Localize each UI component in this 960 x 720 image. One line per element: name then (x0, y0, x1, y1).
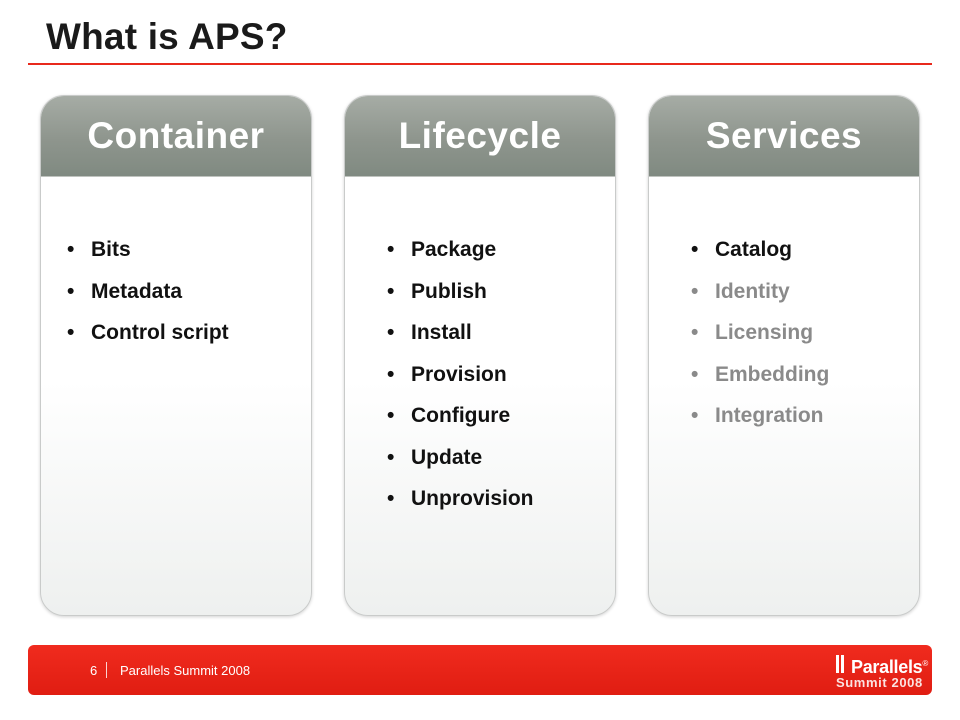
card-services: Services • Catalog • Identity • Licensing • Emb… (648, 95, 920, 616)
card-header: Container (41, 96, 311, 177)
card-title: Services (705, 115, 863, 156)
list-item-text: Identity (715, 279, 790, 303)
list-item: • Bits (67, 236, 229, 278)
list-item-text: Integration (715, 404, 824, 427)
card-list: • Package • Publish • Install • Provision • Confi… (387, 236, 534, 527)
list-item: • Control script (67, 319, 229, 361)
bullet-icon: • (387, 279, 395, 303)
list-item-text: Unprovision (411, 487, 534, 510)
card-title: Lifecycle (398, 115, 562, 156)
list-item-text: Provision (411, 362, 507, 386)
logo-subtitle: Summit 2008 (836, 675, 923, 690)
card-header: Lifecycle (345, 96, 615, 177)
list-item-text: Package (411, 238, 497, 261)
list-item-text: Bits (91, 238, 131, 261)
logo-wordmark: Parallels® (851, 657, 928, 677)
card-title: Container (87, 115, 265, 156)
list-item-text: Install (411, 321, 472, 344)
bullet-icon: • (691, 321, 699, 344)
card-list: • Bits • Metadata • Control script (67, 236, 229, 361)
list-item: • Update (387, 444, 534, 486)
card-lifecycle: Lifecycle • Package • Publish • Install • Provi… (344, 95, 616, 616)
bullet-icon: • (691, 238, 699, 261)
list-item: • Metadata (67, 278, 229, 320)
list-item: • Package (387, 236, 534, 278)
footer-event-name: Parallels Summit 2008 (120, 663, 251, 678)
bullet-icon: • (67, 321, 75, 344)
bullet-icon: • (387, 487, 395, 510)
list-item: • Publish (387, 278, 534, 320)
list-item: • Provision (387, 361, 534, 403)
bullet-icon: • (67, 279, 75, 303)
bullet-icon: • (691, 404, 699, 427)
list-item-text: Metadata (91, 279, 183, 303)
footer-separator (106, 662, 107, 678)
list-item: • Embedding (691, 361, 829, 403)
list-item: • Configure (387, 402, 534, 444)
bullet-icon: • (387, 238, 395, 261)
list-item-text: Configure (411, 404, 511, 427)
card-header: Services (649, 96, 919, 177)
list-item: • Catalog (691, 236, 829, 278)
bullet-icon: • (691, 279, 699, 303)
bullet-icon: • (387, 404, 395, 427)
bullet-icon: • (387, 362, 395, 386)
list-item-text: Catalog (715, 238, 793, 261)
list-item: • Unprovision (387, 485, 534, 527)
card-list: • Catalog • Identity • Licensing • Embedding • In… (691, 236, 829, 444)
page-number: 6 (90, 663, 98, 678)
bullet-icon: • (387, 321, 395, 344)
list-item-text: Update (411, 445, 483, 469)
list-item-text: Publish (411, 279, 487, 303)
bullet-icon: • (67, 238, 75, 261)
list-item-text: Licensing (715, 321, 814, 344)
logo-bars-icon (836, 655, 848, 673)
list-item: • Licensing (691, 319, 829, 361)
footer-bar: 6 Parallels Summit 2008 Parallels® Summi… (28, 645, 932, 695)
title-divider (28, 63, 932, 65)
list-item-text: Control script (91, 321, 229, 344)
list-item: • Identity (691, 278, 829, 320)
card-container: Container • Bits • Metadata • Control script (40, 95, 312, 616)
list-item: • Install (387, 319, 534, 361)
bullet-icon: • (387, 445, 395, 469)
list-item: • Integration (691, 402, 829, 444)
list-item-text: Embedding (715, 362, 830, 386)
slide-title: What is APS? (46, 16, 288, 57)
bullet-icon: • (691, 362, 699, 386)
